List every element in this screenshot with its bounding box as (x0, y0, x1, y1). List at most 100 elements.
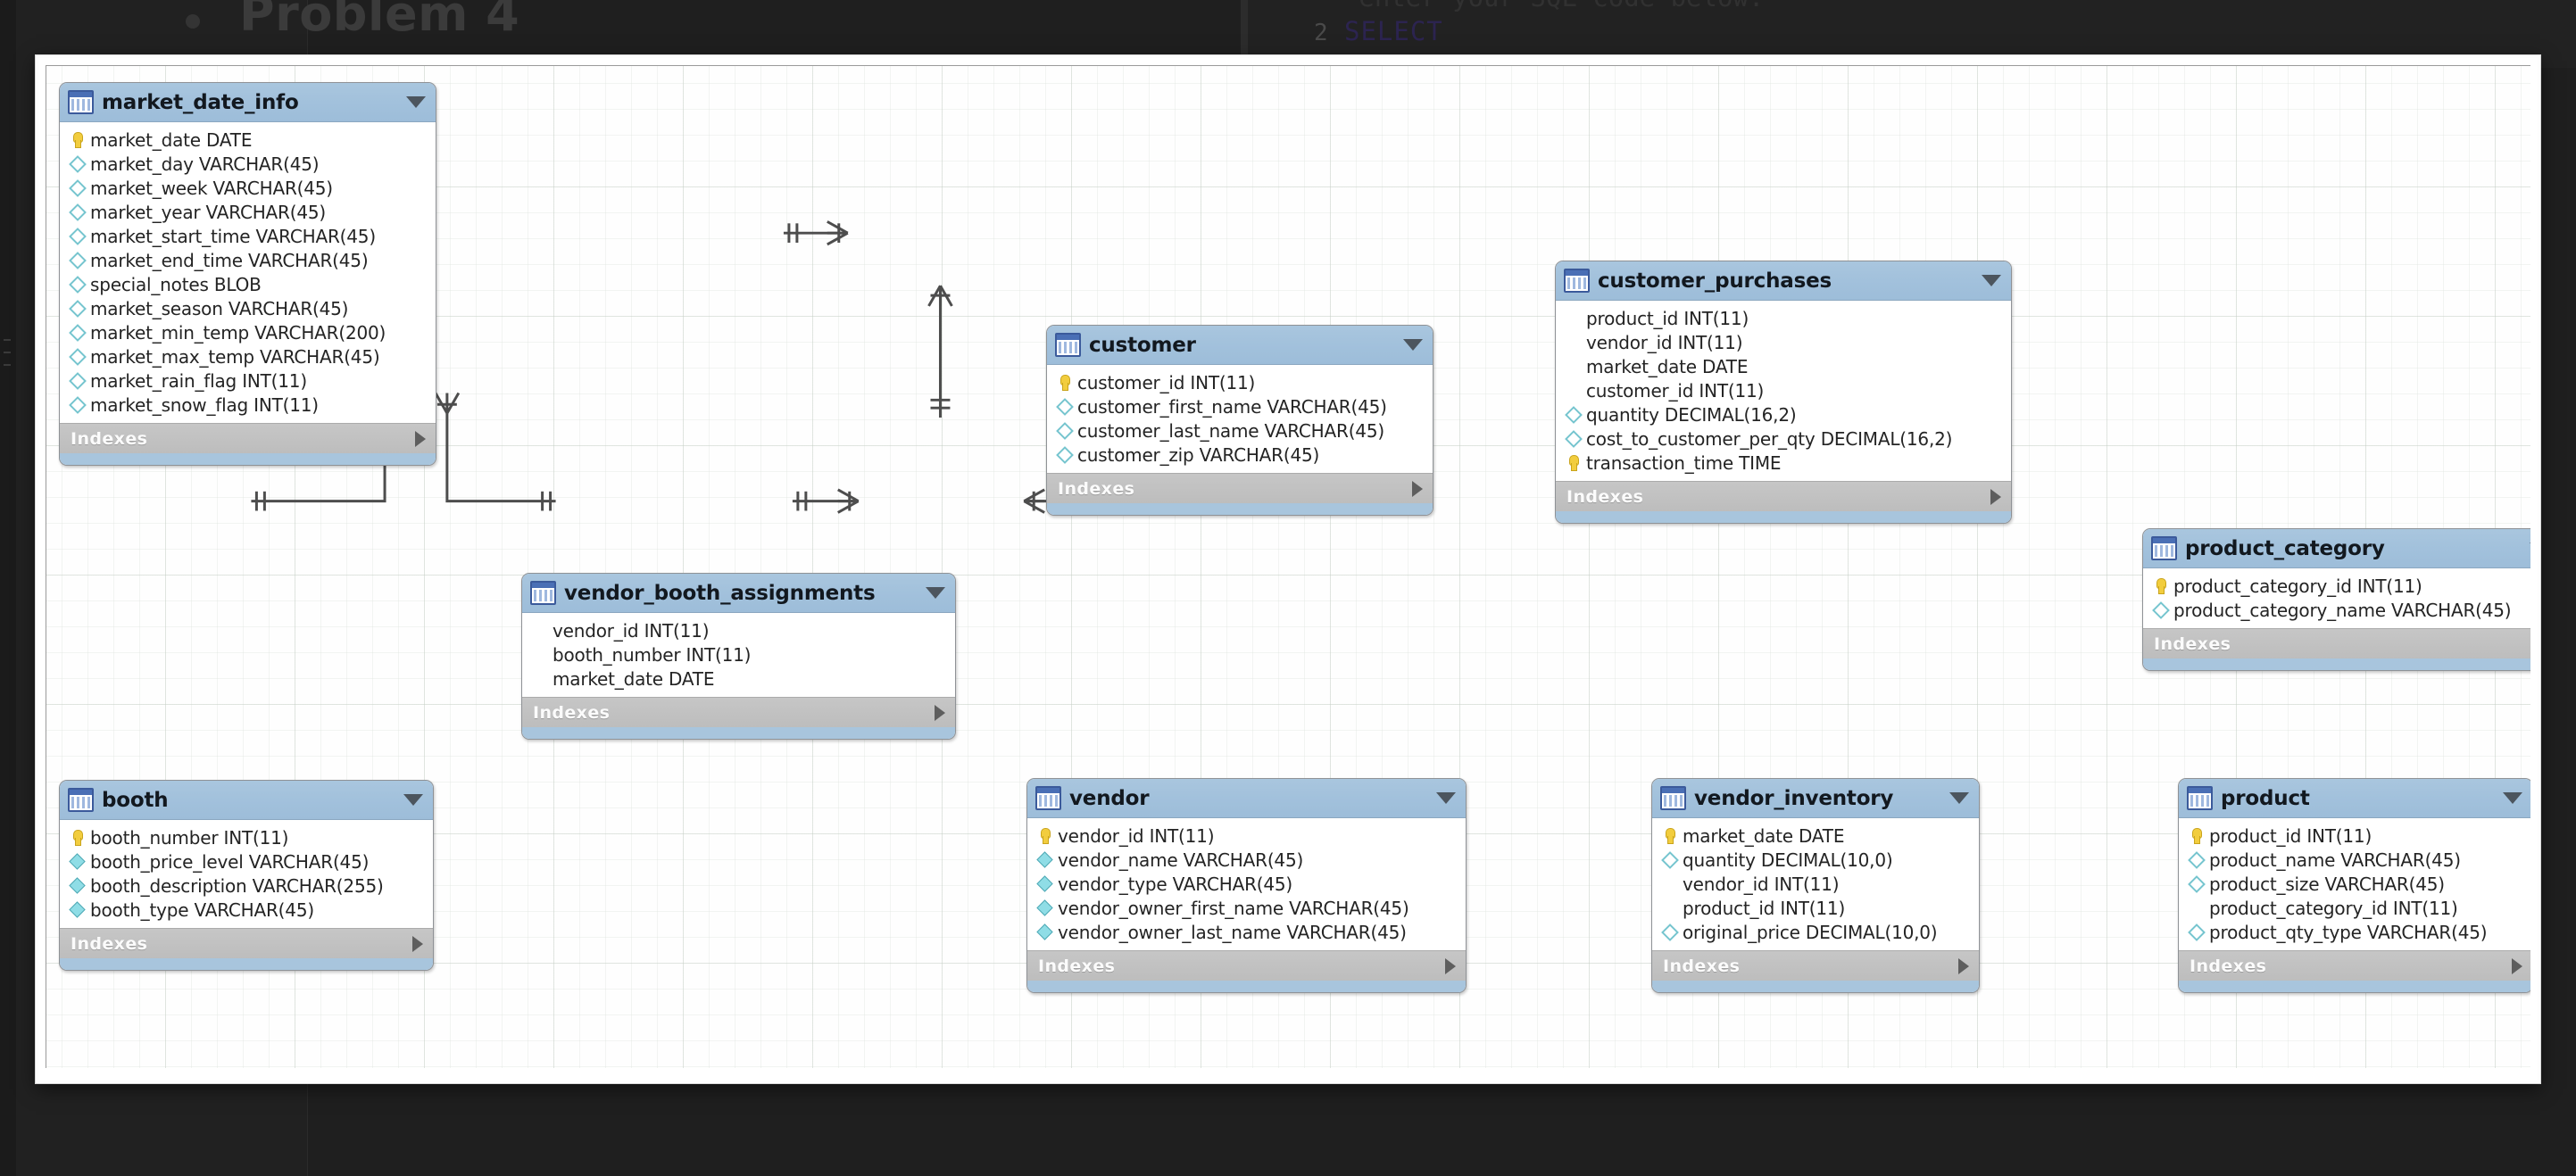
table-header[interactable]: vendor (1027, 779, 1466, 818)
table-field[interactable]: product_qty_type VARCHAR(45) (2179, 920, 2530, 944)
table-field[interactable]: booth_number INT(11) (553, 643, 752, 666)
table-field[interactable]: vendor_id INT(11) (1586, 331, 1743, 353)
table-booth[interactable]: booth booth_number INT(11) booth_price_l… (59, 780, 434, 971)
table-field[interactable]: quantity DECIMAL(10,0) (1652, 848, 1979, 872)
expand-arrow-icon[interactable] (2512, 957, 2522, 974)
table-field[interactable]: product_name VARCHAR(45) (2179, 848, 2530, 872)
table-indexes-bar[interactable]: Indexes (2143, 628, 2530, 658)
table-field[interactable]: cost_to_customer_per_qty DECIMAL(16,2) (1556, 427, 2011, 451)
table-indexes-bar[interactable]: Indexes (1027, 950, 1466, 981)
chevron-down-icon[interactable] (406, 96, 426, 108)
table-header[interactable]: vendor_booth_assignments (522, 574, 955, 613)
table-indexes-bar[interactable]: Indexes (60, 423, 436, 453)
table-header[interactable]: vendor_inventory (1652, 779, 1979, 818)
table-field[interactable]: market_date DATE (553, 667, 715, 690)
table-field[interactable]: market_max_temp VARCHAR(45) (60, 344, 436, 369)
table-indexes-bar[interactable]: Indexes (1556, 481, 2011, 511)
table-header[interactable]: customer (1047, 326, 1433, 365)
expand-arrow-icon[interactable] (1412, 480, 1423, 497)
table-indexes-bar[interactable]: Indexes (60, 928, 433, 958)
expand-arrow-icon[interactable] (415, 430, 426, 447)
table-field[interactable]: transaction_time TIME (1556, 451, 2011, 475)
table-field[interactable]: vendor_owner_first_name VARCHAR(45) (1027, 896, 1466, 920)
table-product[interactable]: product product_id INT(11) product_name … (2178, 778, 2530, 993)
chevron-down-icon[interactable] (403, 794, 423, 806)
table-customer-purchases[interactable]: customer_purchases product_id INT(11) ve… (1555, 261, 2012, 524)
table-vendor-inventory[interactable]: vendor_inventory market_date DATE quanti… (1651, 778, 1980, 993)
table-field[interactable]: special_notes BLOB (60, 272, 436, 296)
table-field[interactable]: product_size VARCHAR(45) (2179, 872, 2530, 896)
diamond-open-icon (70, 277, 85, 292)
table-field[interactable]: customer_id INT(11) (1047, 370, 1433, 394)
table-field[interactable]: vendor_id INT(11) (1027, 824, 1466, 848)
table-field[interactable]: market_week VARCHAR(45) (60, 176, 436, 200)
chevron-down-icon[interactable] (1982, 275, 2001, 286)
table-indexes-bar[interactable]: Indexes (1047, 473, 1433, 503)
table-field[interactable]: original_price DECIMAL(10,0) (1652, 920, 1979, 944)
diamond-filled-icon (1037, 924, 1052, 940)
table-footer (522, 727, 955, 739)
table-field[interactable]: product_category_id INT(11) (2143, 574, 2530, 598)
table-field[interactable]: customer_first_name VARCHAR(45) (1047, 394, 1433, 418)
table-product-category[interactable]: product_category product_category_id INT… (2142, 528, 2530, 671)
table-market-date-info[interactable]: market_date_info market_date DATE market… (59, 82, 436, 466)
table-header[interactable]: market_date_info (60, 83, 436, 122)
table-icon (1564, 269, 1590, 293)
table-field[interactable]: vendor_owner_last_name VARCHAR(45) (1027, 920, 1466, 944)
primary-key-icon (1566, 455, 1581, 471)
table-icon (530, 581, 556, 605)
expand-arrow-icon[interactable] (1445, 957, 1456, 974)
table-field[interactable]: market_season VARCHAR(45) (60, 296, 436, 320)
table-field[interactable]: vendor_name VARCHAR(45) (1027, 848, 1466, 872)
table-field[interactable]: market_min_temp VARCHAR(200) (60, 320, 436, 344)
table-field[interactable]: market_rain_flag INT(11) (60, 369, 436, 393)
chevron-down-icon[interactable] (926, 587, 945, 599)
table-field[interactable]: product_id INT(11) (2179, 824, 2530, 848)
expand-arrow-icon[interactable] (935, 704, 945, 721)
table-field[interactable]: product_category_name VARCHAR(45) (2143, 598, 2530, 622)
table-field[interactable]: booth_type VARCHAR(45) (60, 898, 433, 922)
table-field[interactable]: vendor_id INT(11) (553, 619, 710, 642)
chevron-down-icon[interactable] (2503, 792, 2522, 804)
table-field[interactable]: booth_price_level VARCHAR(45) (60, 849, 433, 874)
table-field[interactable]: market_snow_flag INT(11) (60, 393, 436, 417)
table-header[interactable]: product (2179, 779, 2530, 818)
table-field[interactable]: market_end_time VARCHAR(45) (60, 248, 436, 272)
chevron-down-icon[interactable] (1949, 792, 1969, 804)
table-field[interactable]: vendor_id INT(11) (1683, 873, 1840, 895)
table-header[interactable]: customer_purchases (1556, 261, 2011, 301)
table-field[interactable]: market_date DATE (60, 128, 436, 152)
table-field[interactable]: market_day VARCHAR(45) (60, 152, 436, 176)
table-field[interactable]: customer_last_name VARCHAR(45) (1047, 418, 1433, 443)
expand-arrow-icon[interactable] (412, 935, 423, 952)
primary-key-icon (70, 132, 85, 148)
table-vendor[interactable]: vendor vendor_id INT(11) vendor_name VAR… (1026, 778, 1467, 993)
chevron-down-icon[interactable] (1436, 792, 1456, 804)
table-field[interactable]: booth_number INT(11) (60, 825, 433, 849)
table-field[interactable]: market_date DATE (1586, 355, 1749, 377)
table-field[interactable]: quantity DECIMAL(16,2) (1556, 402, 2011, 427)
table-field[interactable]: market_start_time VARCHAR(45) (60, 224, 436, 248)
eer-diagram-canvas[interactable]: market_date_info market_date DATE market… (46, 65, 2530, 1068)
table-field[interactable]: vendor_type VARCHAR(45) (1027, 872, 1466, 896)
chevron-down-icon[interactable] (1403, 339, 1423, 351)
eer-diagram-window[interactable]: market_date_info market_date DATE market… (36, 55, 2540, 1083)
table-indexes-bar[interactable]: Indexes (2179, 950, 2530, 981)
table-field[interactable]: product_category_id INT(11) (2209, 897, 2458, 919)
expand-arrow-icon[interactable] (1990, 488, 2001, 505)
table-field[interactable]: customer_zip VARCHAR(45) (1047, 443, 1433, 467)
table-field[interactable]: product_id INT(11) (1683, 897, 1846, 919)
table-field[interactable]: booth_description VARCHAR(255) (60, 874, 433, 898)
table-field[interactable]: market_date DATE (1652, 824, 1979, 848)
table-indexes-bar[interactable]: Indexes (1652, 950, 1979, 981)
expand-arrow-icon[interactable] (1958, 957, 1969, 974)
table-field[interactable]: product_id INT(11) (1586, 307, 1749, 329)
table-header[interactable]: product_category (2143, 529, 2530, 568)
table-indexes-bar[interactable]: Indexes (522, 697, 955, 727)
table-field[interactable]: market_year VARCHAR(45) (60, 200, 436, 224)
indexes-label: Indexes (71, 428, 148, 449)
table-vendor-booth-assignments[interactable]: vendor_booth_assignments vendor_id INT(1… (521, 573, 956, 740)
table-header[interactable]: booth (60, 781, 433, 820)
table-field[interactable]: customer_id INT(11) (1586, 379, 1765, 402)
table-customer[interactable]: customer customer_id INT(11) customer_fi… (1046, 325, 1433, 516)
